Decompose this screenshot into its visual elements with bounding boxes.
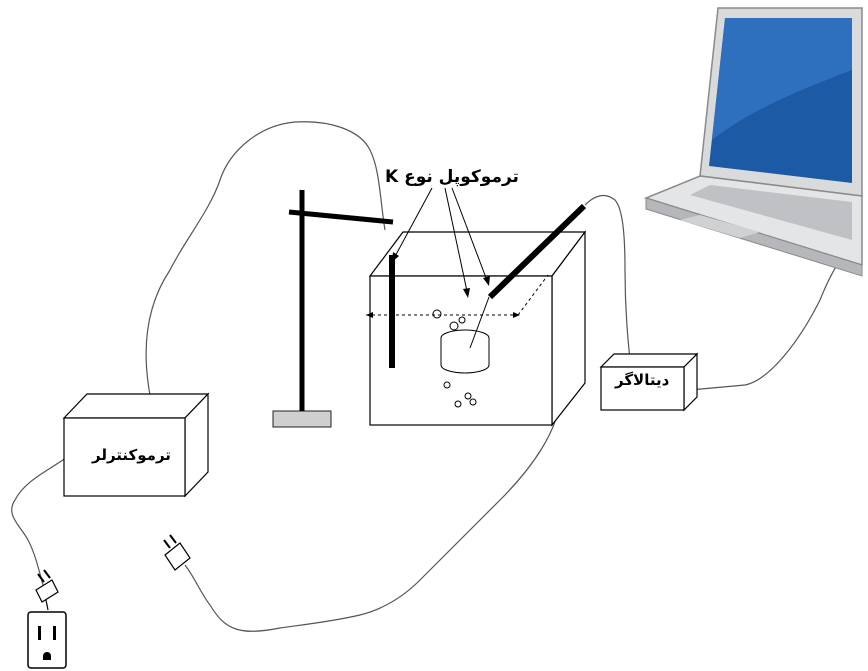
thermocouple-probes: [389, 203, 587, 368]
wire-controller-to-heater: [145, 121, 386, 396]
datalogger-label: دیتالاگر: [615, 371, 670, 389]
wire-thermocouple-to-datalogger: [584, 194, 631, 361]
stand-icon: [272, 190, 394, 428]
thermocouple-label: ترموکوپل نوع K: [385, 167, 519, 187]
plug-icon: [163, 534, 211, 606]
thermocontroller-box: [62, 392, 210, 498]
wire-controller-to-outlet: [11, 454, 71, 593]
beaker-icon: [432, 309, 490, 408]
water-tank: [366, 230, 587, 427]
laptop-icon: [643, 7, 863, 277]
plug-icon: [35, 569, 59, 611]
thermocontroller-label: ترموکنترلر: [92, 446, 171, 464]
thermocouple-pointer-arrows: [391, 187, 490, 298]
datalogger-box: [599, 352, 699, 412]
wall-outlet-icon: [27, 611, 67, 669]
